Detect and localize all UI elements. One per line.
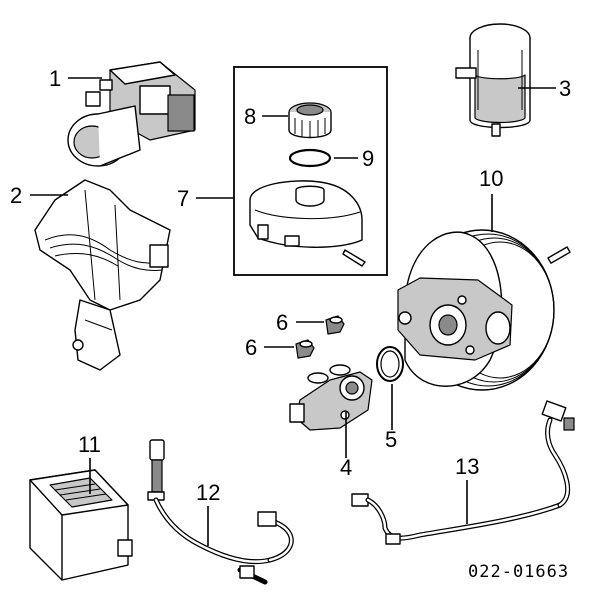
group-box-reservoir xyxy=(233,66,388,276)
part-sensor-cable-front xyxy=(147,439,294,585)
callout-1: 1 xyxy=(49,66,61,91)
part-mounting-bracket xyxy=(34,179,171,371)
part-pump-canister xyxy=(455,23,531,137)
callout-8: 8 xyxy=(244,104,256,129)
part-master-cylinder xyxy=(289,364,373,431)
callout-11: 11 xyxy=(78,432,101,457)
callout-2: 2 xyxy=(10,183,22,208)
callout-13: 13 xyxy=(455,454,479,479)
part-reservoir xyxy=(249,180,366,267)
callout-7: 7 xyxy=(177,186,189,211)
part-sensor-cable-rear xyxy=(351,400,575,545)
callout-labels: 1 2 3 4 5 6 6 7 8 9 10 11 12 13 xyxy=(10,66,571,505)
callout-6-upper: 6 xyxy=(276,310,288,335)
callout-4: 4 xyxy=(340,455,352,480)
callout-12: 12 xyxy=(196,480,220,505)
part-seal-ring xyxy=(376,346,404,382)
part-bleeder-cap-lower xyxy=(295,339,315,359)
part-code-label: 022-01663 xyxy=(468,562,569,582)
callout-10: 10 xyxy=(479,166,503,191)
part-bleeder-cap-upper xyxy=(325,315,345,335)
callout-9: 9 xyxy=(362,146,374,171)
callout-6-lower: 6 xyxy=(245,335,257,360)
part-abs-unit xyxy=(67,61,196,167)
callout-5: 5 xyxy=(385,427,397,452)
part-o-ring xyxy=(288,148,332,168)
callout-3: 3 xyxy=(559,76,571,101)
leader-lines xyxy=(30,77,556,546)
part-reservoir-cap xyxy=(288,102,332,139)
part-control-module xyxy=(29,469,133,581)
part-brake-booster xyxy=(397,229,571,391)
